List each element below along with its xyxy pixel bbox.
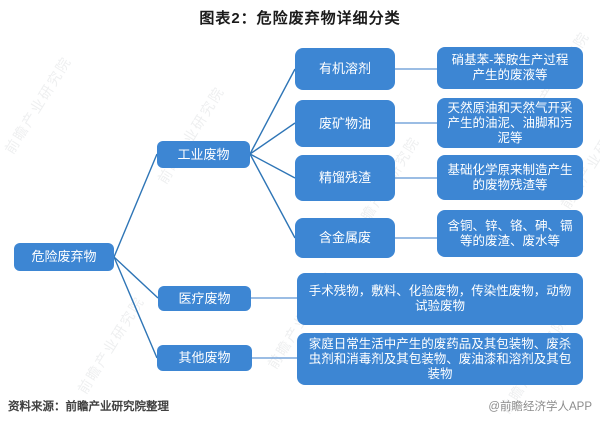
desc-organic-solvents: 硝基苯-苯胺生产过程产生的废液等	[437, 47, 583, 89]
chart-title: 图表2：危险废弃物详细分类	[199, 10, 401, 27]
node-hazardous-waste: 危险废弃物	[14, 243, 114, 271]
desc-distillation-residue: 基础化学原来制造产生的废物残渣等	[437, 155, 583, 200]
node-industrial-waste: 工业废物	[157, 141, 250, 168]
node-other-waste: 其他废物	[157, 345, 252, 371]
connector-root-industrial	[113, 153, 158, 258]
connector-industrial-oil	[249, 122, 296, 155]
node-organic-solvents: 有机溶剂	[295, 48, 395, 90]
app-credit: @前瞻经济学人APP	[488, 401, 592, 413]
node-metal-containing-waste: 含金属废	[295, 218, 395, 258]
desc-waste-mineral-oil: 天然原油和天然气开采产生的油泥、油脚和污泥等	[437, 98, 583, 148]
desc-other-waste: 家庭日常生活中产生的废药品及其包装物、废杀虫剂和消毒剂及其包装物、废油漆和溶剂及…	[297, 333, 583, 385]
connector-industrial-organic	[249, 68, 296, 155]
node-distillation-residue: 精馏残渣	[295, 155, 395, 201]
source-note: 资料来源：前瞻产业研究院整理	[8, 401, 169, 413]
connector-industrial-residue	[249, 153, 296, 179]
connector-industrial-metal	[249, 153, 296, 239]
node-medical-waste: 医疗废物	[158, 286, 251, 311]
desc-medical-waste: 手术残物，敷料、化验废物，传染性废物，动物试验废物	[297, 273, 583, 325]
connector-root-other	[113, 256, 158, 359]
connector-root-medical	[113, 256, 159, 299]
desc-metal-containing-waste: 含铜、锌、铬、砷、镉等的废渣、废水等	[437, 210, 583, 257]
node-waste-mineral-oil: 废矿物油	[295, 100, 395, 147]
